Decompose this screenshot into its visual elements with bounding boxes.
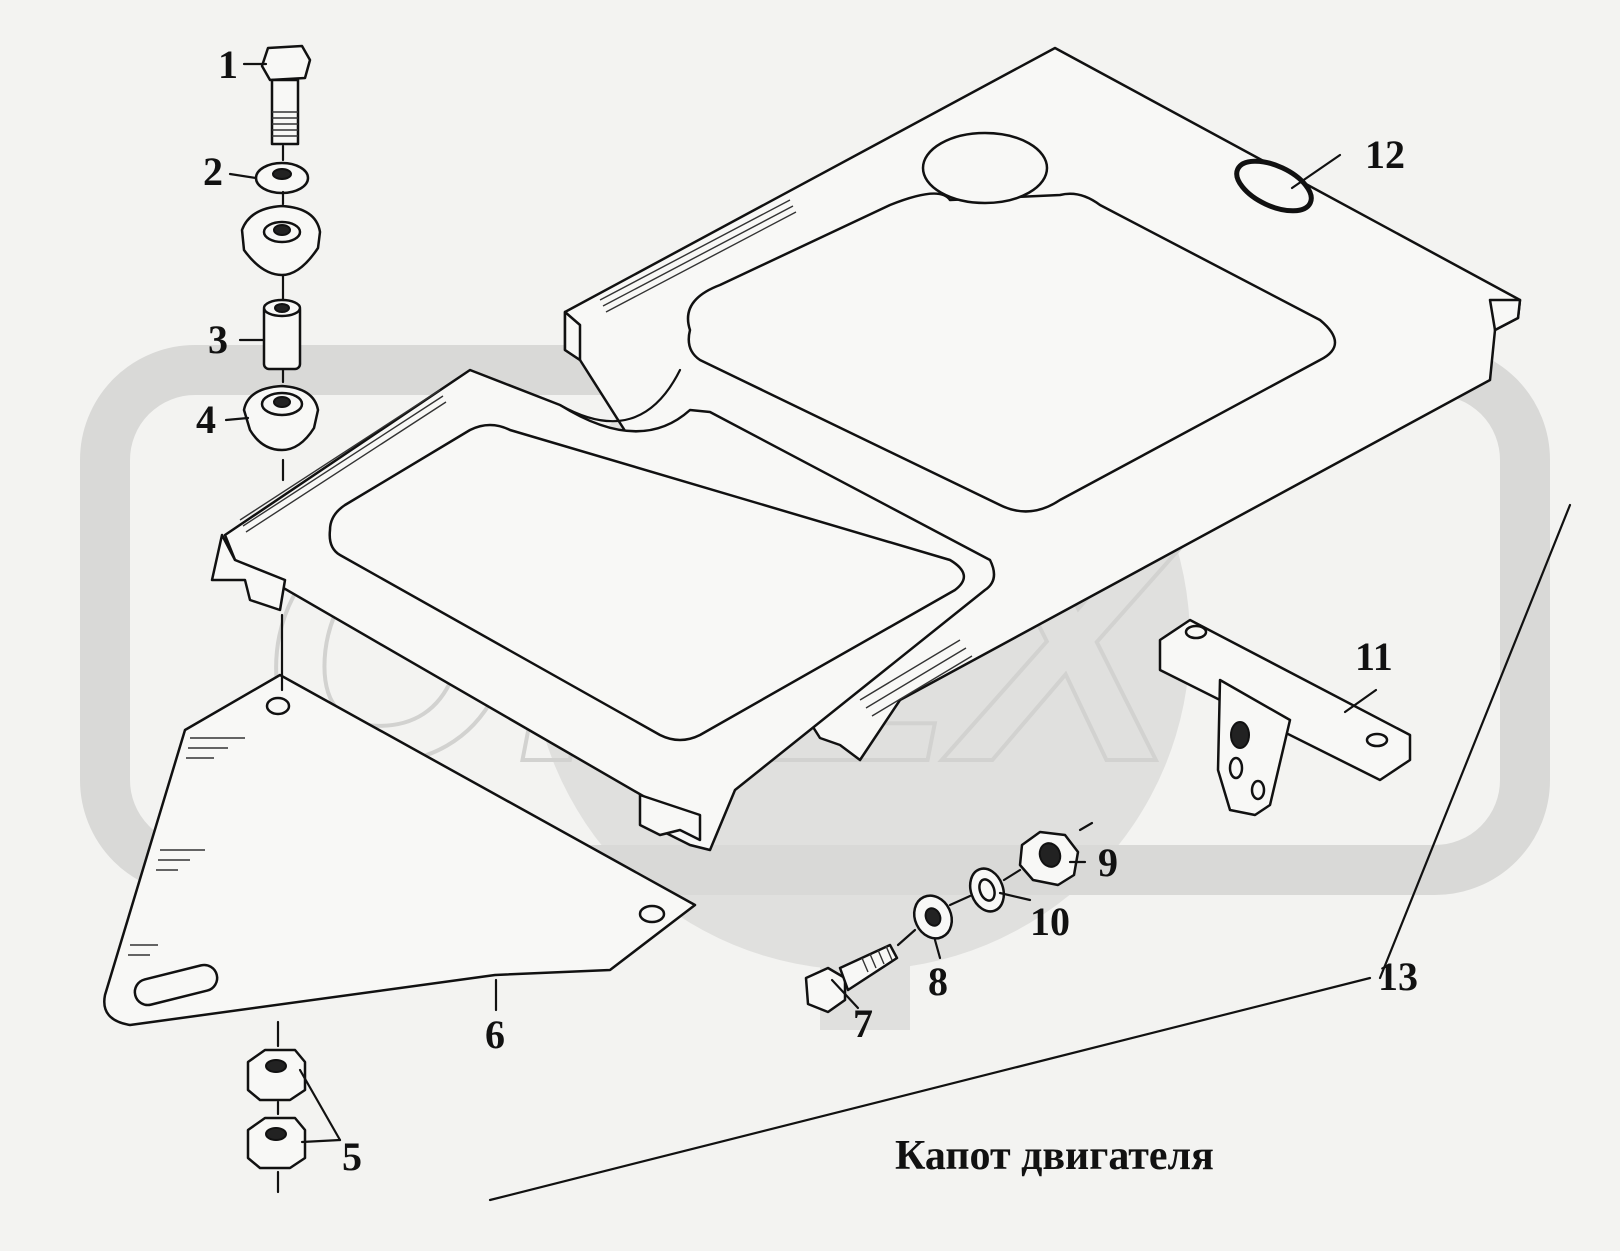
callout-9: 9 xyxy=(1098,840,1118,885)
callout-6: 6 xyxy=(485,1012,505,1057)
callout-12: 12 xyxy=(1365,132,1405,177)
callout-2: 2 xyxy=(203,149,223,194)
bracket-slot xyxy=(133,963,219,1007)
nut-9 xyxy=(1018,830,1080,887)
lower-hood-panel xyxy=(210,368,996,852)
bolt-1 xyxy=(260,44,312,146)
callout-5: 5 xyxy=(342,1134,362,1179)
assembly-axes xyxy=(276,144,1094,1194)
hood-round-opening xyxy=(921,131,1049,205)
mounting-bracket xyxy=(1158,618,1412,817)
washer-8 xyxy=(912,894,954,940)
callout-10: 10 xyxy=(1030,899,1070,944)
callout-7: 7 xyxy=(853,1001,873,1046)
nut-5-lower xyxy=(246,1116,307,1170)
rubber-cushion-4 xyxy=(242,384,320,452)
callout-4: 4 xyxy=(196,397,216,442)
bracket-plate xyxy=(103,673,697,1027)
bracket-hole-right xyxy=(638,904,666,924)
callout-3: 3 xyxy=(208,317,228,362)
rubber-cushion-upper xyxy=(240,204,322,277)
leader-lines xyxy=(224,62,1572,1202)
callout-8: 8 xyxy=(928,959,948,1004)
spring-washer-10 xyxy=(968,867,1006,913)
callout-1: 1 xyxy=(218,42,238,87)
bracket-hole-top xyxy=(265,696,291,716)
bolt-7 xyxy=(804,943,899,1014)
sleeve-3 xyxy=(262,298,302,371)
callout-11: 11 xyxy=(1355,634,1393,679)
callout-numbers: 1 2 3 4 5 6 7 8 9 10 11 12 13 xyxy=(196,42,1418,1179)
diagram-caption: Капот двигателя xyxy=(895,1133,1214,1179)
callout-13: 13 xyxy=(1378,954,1418,999)
nut-5-upper xyxy=(246,1048,307,1102)
hood-slot-opening xyxy=(1234,158,1314,214)
washer-2 xyxy=(254,161,310,195)
